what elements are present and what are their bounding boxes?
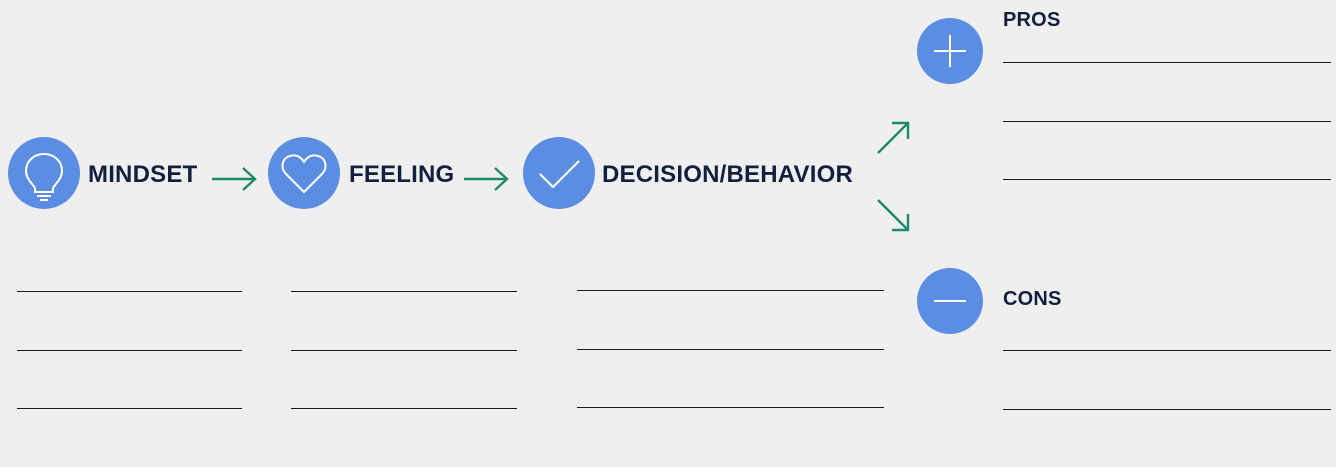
heart-icon <box>268 137 340 209</box>
mindset-answer-line[interactable] <box>17 350 242 351</box>
pros-label: PROS <box>1003 9 1061 31</box>
minus-icon <box>917 268 983 334</box>
arrow-down-right-icon <box>874 196 912 234</box>
feeling-answer-line[interactable] <box>291 408 517 409</box>
arrow-right-icon <box>462 165 510 193</box>
feeling-answer-line[interactable] <box>291 350 517 351</box>
arrow-right-icon <box>210 165 258 193</box>
cons-answer-line[interactable] <box>1003 350 1331 351</box>
arrow-up-right-icon <box>874 119 912 157</box>
plus-icon <box>917 18 983 84</box>
decision-answer-line[interactable] <box>577 290 884 291</box>
cons-label: CONS <box>1003 288 1062 310</box>
pros-answer-line[interactable] <box>1003 179 1331 180</box>
decision-answer-line[interactable] <box>577 407 884 408</box>
feeling-answer-line[interactable] <box>291 291 517 292</box>
feeling-label: FEELING <box>349 161 455 188</box>
mindset-answer-line[interactable] <box>17 408 242 409</box>
cons-answer-line[interactable] <box>1003 409 1331 410</box>
decision-answer-line[interactable] <box>577 349 884 350</box>
decision-behavior-label: DECISION/BEHAVIOR <box>602 161 853 188</box>
pros-answer-line[interactable] <box>1003 121 1331 122</box>
mindset-answer-line[interactable] <box>17 291 242 292</box>
lightbulb-icon <box>8 137 80 209</box>
pros-answer-line[interactable] <box>1003 62 1331 63</box>
mindset-label: MINDSET <box>88 161 198 188</box>
checkmark-icon <box>523 137 595 209</box>
